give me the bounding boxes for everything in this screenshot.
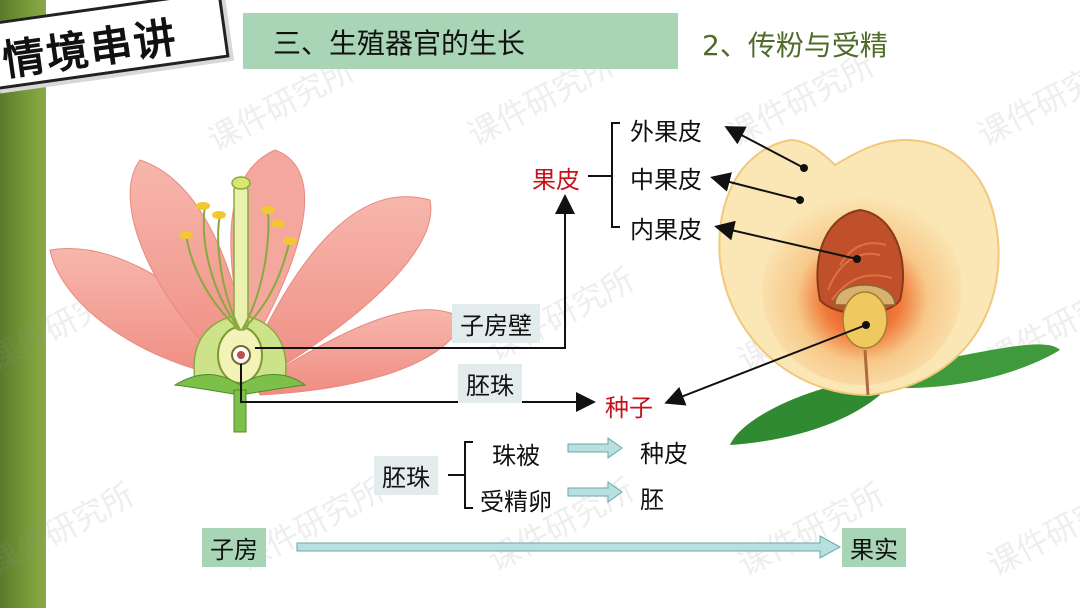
peach-illustration — [718, 138, 1060, 445]
embryo-label: 胚 — [640, 486, 664, 514]
mesocarp-label: 中果皮 — [630, 166, 702, 194]
endocarp-label: 内果皮 — [630, 216, 702, 244]
left-sidebar-bar — [0, 0, 46, 608]
title-banner: 三、生殖器官的生长 — [243, 13, 678, 69]
zygote-label: 受精卵 — [480, 488, 552, 516]
fruit-label: 果实 — [842, 528, 906, 567]
seed-coat-label: 种皮 — [640, 440, 688, 468]
exocarp-label: 外果皮 — [630, 118, 702, 146]
ovary-label: 子房 — [202, 528, 266, 567]
pericarp-label: 果皮 — [532, 166, 580, 194]
section-subtitle: 2、传粉与受精 — [702, 29, 888, 62]
ovule-group-label: 胚珠 — [374, 456, 438, 495]
page-title: 三、生殖器官的生长 — [273, 27, 526, 60]
ovule-label: 胚珠 — [458, 364, 522, 403]
flower-illustration — [49, 149, 466, 433]
seed-label: 种子 — [605, 394, 653, 422]
ovary-wall-label: 子房壁 — [452, 304, 540, 343]
integument-label: 珠被 — [492, 442, 540, 470]
